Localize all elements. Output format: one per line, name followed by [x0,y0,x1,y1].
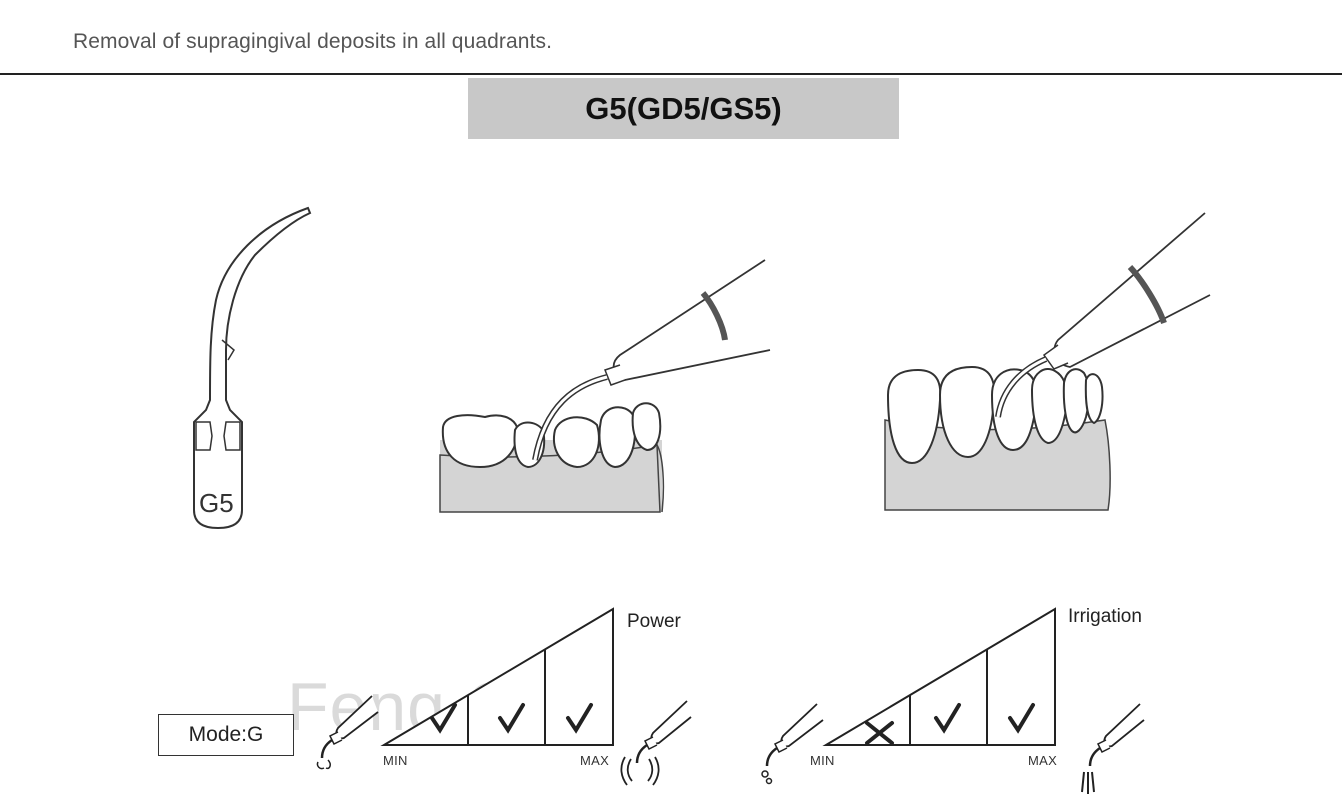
irrigation-cross [865,721,894,745]
title-text: G5(GD5/GS5) [585,90,782,126]
header-text: Removal of supragingival deposits in all… [73,30,553,53]
title-banner: G5(GD5/GS5) [468,78,899,139]
irrigation-check-1 [934,703,961,734]
handpiece-high-power-icon [620,700,692,786]
mode-label: Mode:G [188,723,264,746]
mode-box: Mode:G [158,714,294,756]
tip-label: G5 [199,488,234,518]
header-divider [0,73,1342,75]
power-min-label: MIN [383,753,408,768]
handpiece-high-irrigation-icon [1081,703,1145,794]
irrigation-max-label: MAX [1028,753,1058,768]
scaler-tip-illustration [193,206,312,530]
handpiece-low-irrigation-icon [761,703,824,785]
power-label: Power [627,611,681,632]
power-check-2 [498,703,525,734]
irrigation-min-label: MIN [810,753,835,768]
handpiece-low-power-icon [316,695,379,770]
front-teeth-illustration [884,212,1211,511]
power-check-1 [430,703,457,734]
irrigation-check-2 [1008,703,1035,734]
power-triangle [380,607,614,746]
power-check-3 [566,703,593,734]
power-max-label: MAX [580,753,610,768]
irrigation-label: Irrigation [1068,606,1142,627]
irrigation-triangle [822,607,1056,746]
lateral-teeth-illustration [439,259,771,513]
